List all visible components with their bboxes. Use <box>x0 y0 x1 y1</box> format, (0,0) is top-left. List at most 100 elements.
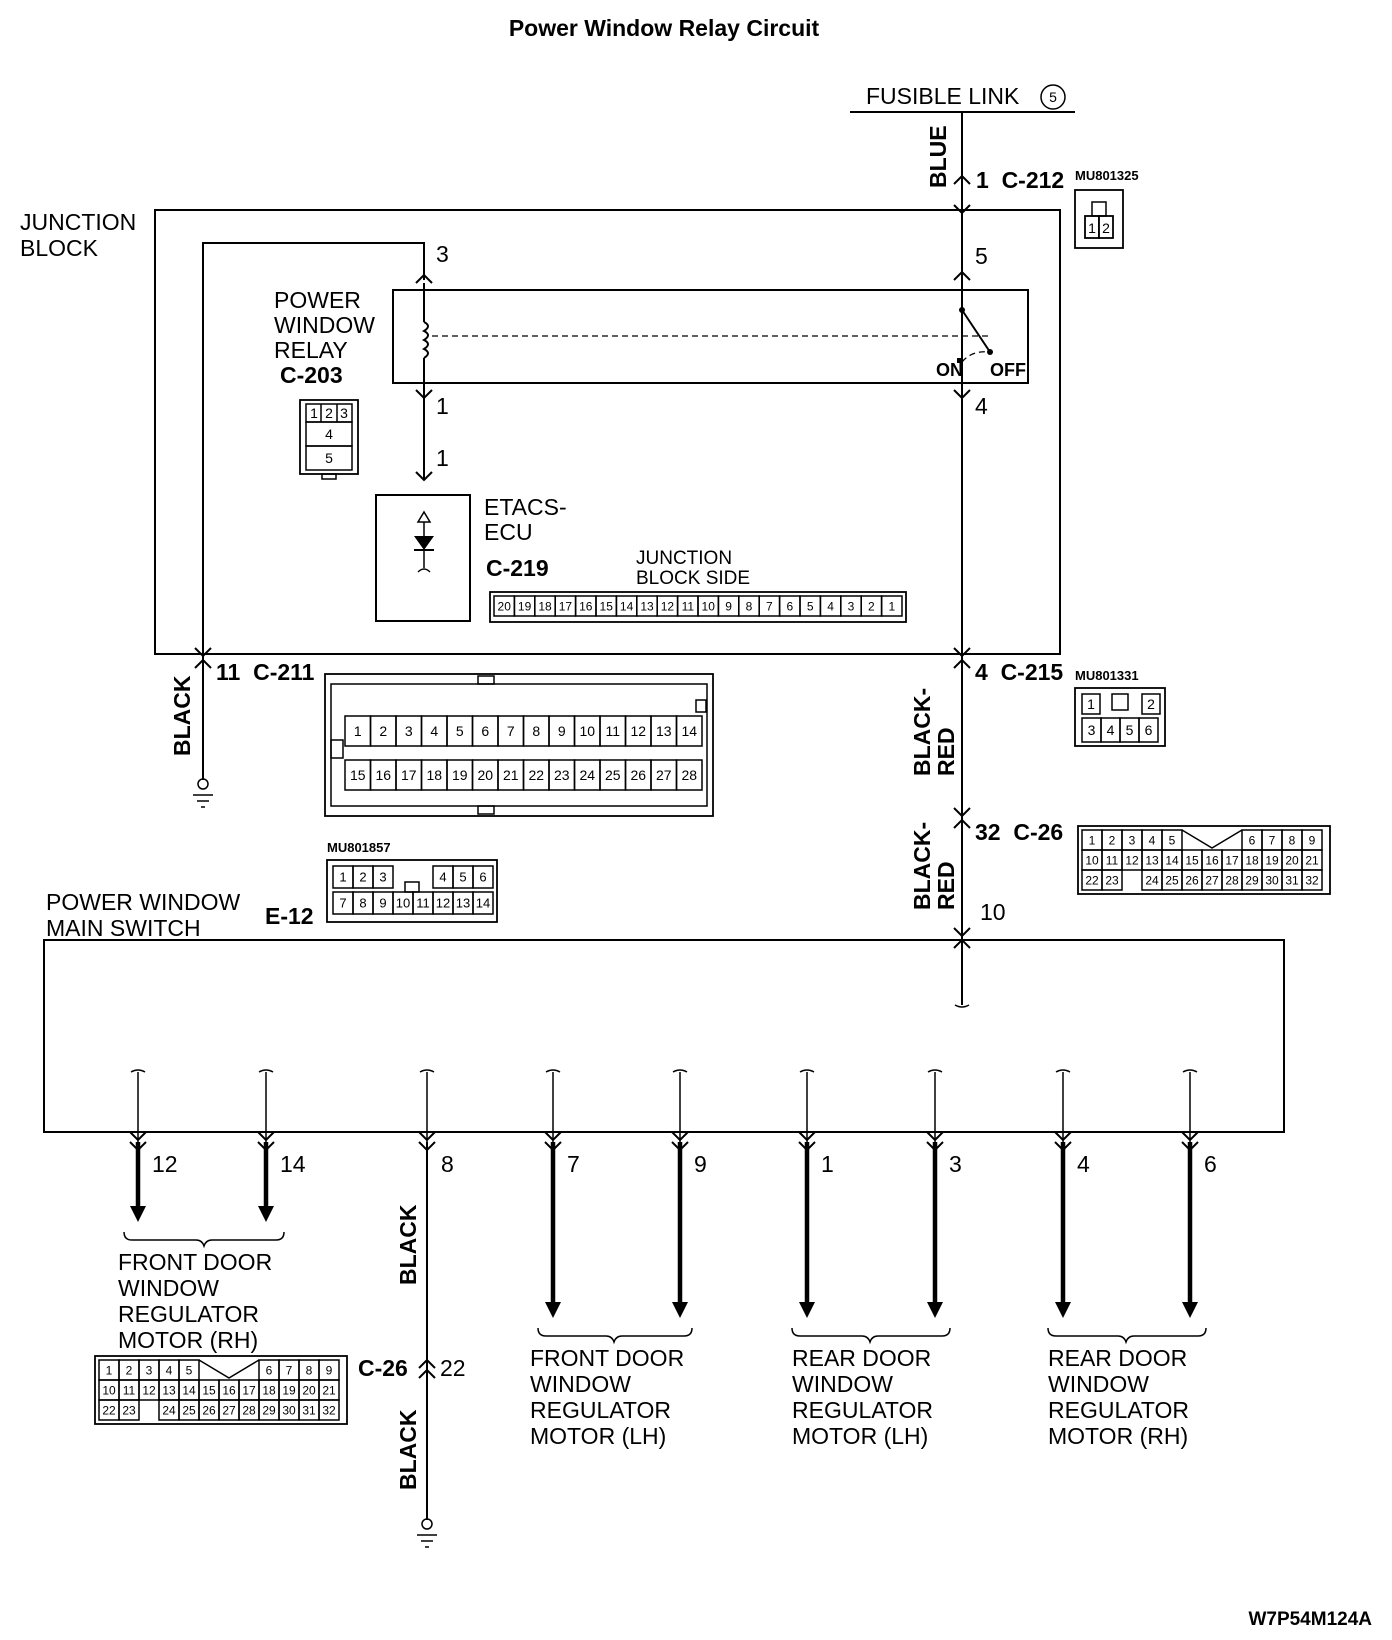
switch-pin-label: 8 <box>441 1151 454 1177</box>
connector-pin: 13 <box>162 1383 176 1397</box>
svg-text:REGULATOR: REGULATOR <box>1048 1397 1189 1423</box>
svg-text:MOTOR (LH): MOTOR (LH) <box>792 1423 928 1449</box>
wire-color-black-red-2b: RED <box>933 861 959 910</box>
pin-break <box>1055 1069 1071 1073</box>
etacs-pin-1: 1 <box>436 445 449 471</box>
connector-pin: 20 <box>302 1383 316 1397</box>
connector-pin: 3 <box>848 599 855 613</box>
connector-pin: 7 <box>507 723 515 739</box>
connector-pin: 31 <box>302 1403 316 1417</box>
connector-c203: 1 2 3 4 5 <box>299 399 359 480</box>
etacs-ecu-box <box>375 494 471 622</box>
connector-pin: 6 <box>479 870 486 885</box>
pin-1-arrow <box>415 389 433 400</box>
connector-pin: 2 <box>1109 833 1116 847</box>
connector-pin: 3 <box>146 1363 153 1377</box>
motor-rear-lh-label: REAR DOOR WINDOW REGULATOR MOTOR (LH) <box>792 1345 933 1449</box>
connector-pin: 18 <box>538 599 552 613</box>
svg-text:2: 2 <box>325 405 333 421</box>
motor-arrowhead <box>1055 1302 1071 1318</box>
motor-arrowhead <box>258 1206 274 1222</box>
connector-pin: 25 <box>182 1403 196 1417</box>
ground-node-1 <box>197 778 209 790</box>
relay-contact <box>961 309 991 353</box>
connector-c215-label: 4 C-215 <box>975 659 1063 685</box>
svg-text:REGULATOR: REGULATOR <box>792 1397 933 1423</box>
connector-pin: 11 <box>1106 853 1119 867</box>
switch-pin-label: 4 <box>1077 1151 1090 1177</box>
svg-text:1: 1 <box>310 405 318 421</box>
pin-break <box>258 1069 274 1073</box>
c211-arrow-b <box>194 658 212 669</box>
connector-pin: 3 <box>1088 722 1096 738</box>
connector-pin: 12 <box>630 723 646 739</box>
connector-pin: 27 <box>656 767 672 783</box>
main-switch-box <box>43 939 1285 1133</box>
connector-pin: 5 <box>186 1363 193 1377</box>
pin-arrow <box>926 1131 944 1142</box>
connector-pin: 5 <box>1126 722 1134 738</box>
contact-on <box>957 358 962 363</box>
connector-pin: 22 <box>1085 873 1099 887</box>
motor-arrowhead <box>799 1302 815 1318</box>
connector-pin: 10 <box>396 896 410 911</box>
connector-pin: 22 <box>102 1403 116 1417</box>
jb-side-label-1: JUNCTION <box>636 548 732 569</box>
connector-pin: 23 <box>1105 873 1119 887</box>
contact-swing <box>961 351 991 363</box>
jb-side-label-2: BLOCK SIDE <box>636 568 750 589</box>
connector-pin: 5 <box>459 870 466 885</box>
connector-pin: 9 <box>1309 833 1316 847</box>
connector-pin: 17 <box>559 599 573 613</box>
relay-pin-1: 1 <box>436 393 449 419</box>
connector-pin: 29 <box>1245 873 1259 887</box>
main-switch-connector-label: E-12 <box>265 903 314 929</box>
connector-pin: 2 <box>379 723 387 739</box>
brace-front-lh <box>537 1327 693 1345</box>
relay-label-1: POWER <box>274 287 361 313</box>
switch-pin-label: 6 <box>1204 1151 1217 1177</box>
motor-rear-rh-label: REAR DOOR WINDOW REGULATOR MOTOR (RH) <box>1048 1345 1189 1449</box>
relay-pin-3: 3 <box>436 241 449 267</box>
connector-pin: 1 <box>106 1363 113 1377</box>
part-number-c215: MU801331 <box>1075 668 1139 683</box>
junction-block-box <box>154 209 1061 655</box>
connector-pin: 15 <box>350 767 366 783</box>
pin-3-arrow <box>415 273 433 284</box>
relay-coil <box>421 321 429 359</box>
connector-pin: 4 <box>1149 833 1156 847</box>
etacs-label-2: ECU <box>484 519 533 545</box>
connector-pin: 18 <box>1245 853 1259 867</box>
pin-break <box>545 1069 561 1073</box>
connector-pin: 2 <box>126 1363 133 1377</box>
c212-arrow-b <box>953 204 971 215</box>
connector-pin: 30 <box>282 1403 296 1417</box>
connector-pin: 13 <box>1145 853 1159 867</box>
connector-pin: 11 <box>123 1383 136 1397</box>
svg-text:FRONT DOOR: FRONT DOOR <box>118 1249 272 1275</box>
connector-c26-top-label: 32 C-26 <box>975 819 1063 845</box>
etacs-triangle <box>416 510 432 523</box>
pin-5-arrow <box>953 270 971 281</box>
connector-pin: 22 <box>528 767 544 783</box>
svg-text:4: 4 <box>325 426 333 442</box>
connector-pin: 10 <box>579 723 595 739</box>
connector-pin: 17 <box>401 767 417 783</box>
main-switch-label-2: MAIN SWITCH <box>46 915 201 941</box>
relay-box <box>392 289 1029 384</box>
connector-pin: 28 <box>242 1403 256 1417</box>
motor-arrowhead <box>130 1206 146 1222</box>
connector-pin: 14 <box>681 723 697 739</box>
motor-arrowhead <box>927 1302 943 1318</box>
brace-rear-rh <box>1047 1327 1207 1345</box>
switch-pin-label: 7 <box>567 1151 580 1177</box>
c26-bottom-arrow-b <box>418 1368 436 1379</box>
etacs-pin-1-arrow <box>415 471 433 482</box>
etacs-label-1: ETACS- <box>484 494 567 520</box>
connector-pin: 15 <box>1185 853 1199 867</box>
connector-pin: 13 <box>456 896 470 911</box>
svg-text:REAR DOOR: REAR DOOR <box>792 1345 931 1371</box>
svg-text:WINDOW: WINDOW <box>792 1371 893 1397</box>
connector-c212: 1 2 <box>1074 189 1124 249</box>
coil-feed-wire <box>202 242 425 654</box>
